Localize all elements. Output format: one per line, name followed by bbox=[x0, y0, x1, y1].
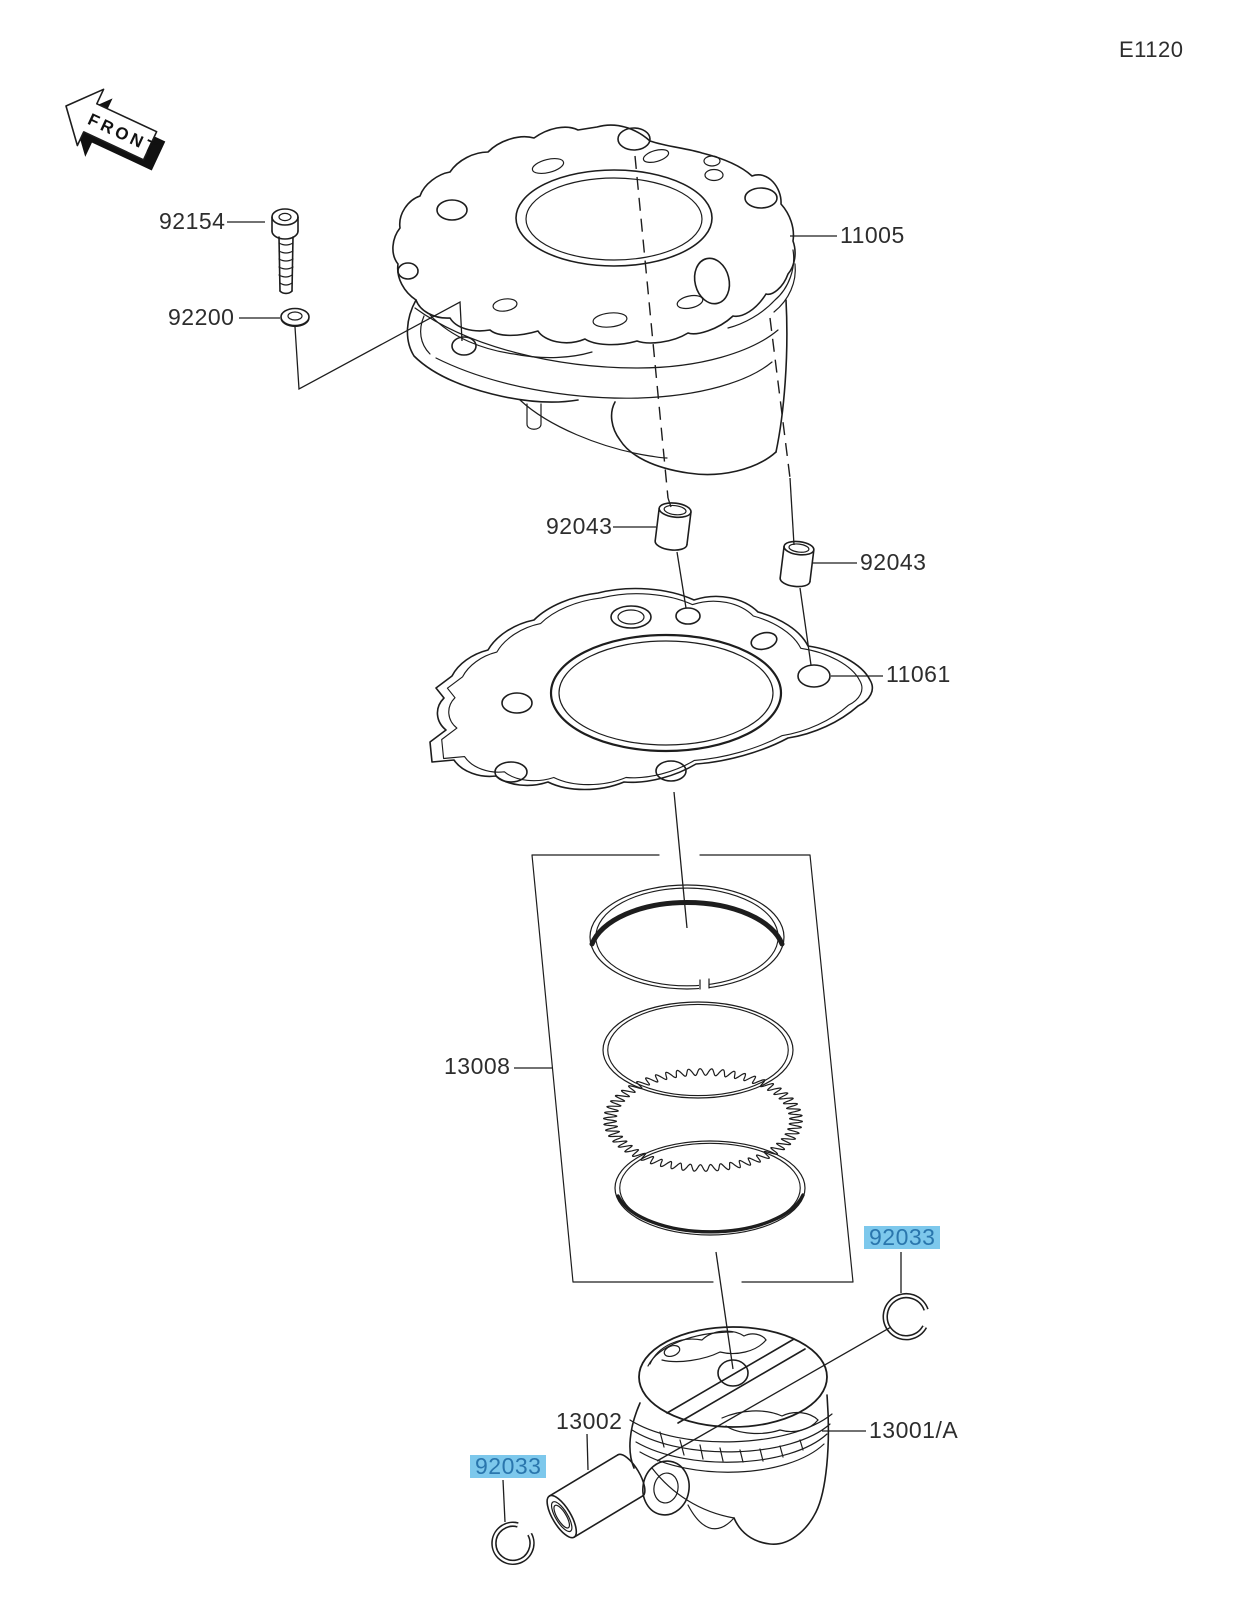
center-line-right bbox=[769, 317, 791, 479]
piston-pin-drawing bbox=[546, 1453, 646, 1539]
piston-ring-bottom bbox=[614, 1140, 806, 1236]
label-circlip-upper-highlighted: 92033 bbox=[864, 1226, 941, 1249]
leader-piston-to-circlip-upper bbox=[656, 1326, 892, 1462]
cylinder-bolt-drawing bbox=[271, 208, 299, 295]
piston-ring-set-box bbox=[531, 854, 854, 1283]
leader-cylinder-to-dowel-right bbox=[789, 477, 795, 546]
label-leader-lines bbox=[227, 221, 902, 1523]
label-dowel-pin-left: 92043 bbox=[546, 513, 613, 539]
label-cylinder: 11005 bbox=[840, 222, 905, 248]
label-cylinder-bolt: 92154 bbox=[159, 208, 226, 234]
leader-dowel-right-to-gasket bbox=[799, 587, 812, 666]
label-piston-pin: 13002 bbox=[556, 1408, 623, 1434]
label-dowel-pin-right: 92043 bbox=[860, 549, 927, 575]
leader-dowel-left-to-gasket bbox=[676, 551, 687, 609]
piston-ring-oil-expander bbox=[603, 1068, 803, 1172]
dowel-pin-left-drawing bbox=[654, 502, 692, 551]
leader-rings-to-piston bbox=[715, 1251, 734, 1370]
circlip-lower-drawing bbox=[491, 1521, 535, 1566]
piston-ring-second bbox=[602, 1001, 794, 1099]
dowel-pin-right-drawing bbox=[779, 540, 815, 588]
washer-drawing bbox=[280, 307, 310, 328]
leader-cylinder-to-dowel-left bbox=[667, 497, 672, 508]
piston-ring-top bbox=[589, 884, 785, 990]
cylinder-drawing bbox=[392, 124, 796, 476]
leader-gasket-to-rings bbox=[673, 791, 688, 929]
piston-drawing bbox=[629, 1326, 833, 1545]
front-arrow: FRONT bbox=[65, 88, 166, 171]
label-piston: 13001/A bbox=[869, 1417, 959, 1443]
label-base-gasket: 11061 bbox=[886, 661, 951, 687]
center-line-left bbox=[634, 155, 669, 499]
label-piston-ring-set: 13008 bbox=[444, 1053, 511, 1079]
base-gasket-drawing bbox=[429, 587, 874, 791]
diagram-code: E1120 bbox=[1119, 37, 1184, 62]
label-circlip-lower-highlighted: 92033 bbox=[470, 1455, 547, 1478]
circlip-upper-drawing bbox=[882, 1292, 929, 1341]
label-washer: 92200 bbox=[168, 304, 235, 330]
bolt-washer-leader-path bbox=[294, 300, 463, 391]
